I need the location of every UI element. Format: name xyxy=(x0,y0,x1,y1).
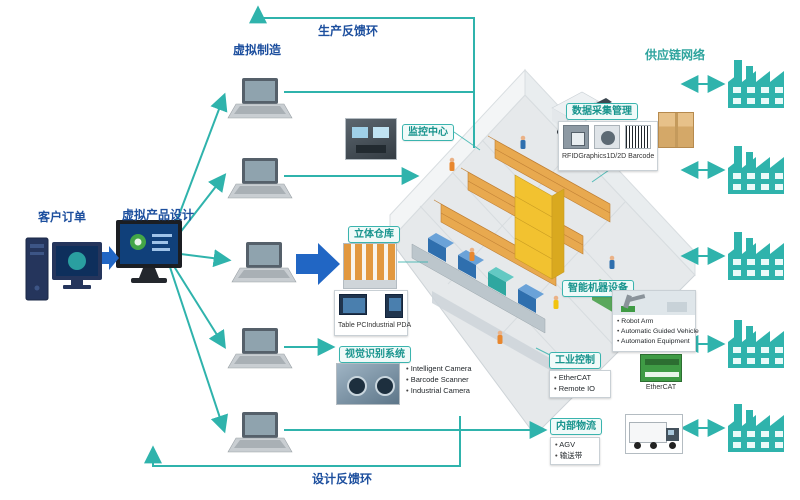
production-feedback-loop-path xyxy=(249,5,475,148)
production-feedback-loop-label: 生产反馈环 xyxy=(318,24,379,38)
table-pc-icon xyxy=(339,294,367,315)
warehouse-pill: 立体仓库 xyxy=(348,226,400,243)
desktop-pc-icon xyxy=(25,237,102,301)
robot-arm-icon xyxy=(613,291,695,315)
laptop-icon-1 xyxy=(227,77,293,119)
warehouse-thumbnail xyxy=(343,243,397,289)
laptop-to-factory-connectors xyxy=(284,91,548,439)
tall-yellow-rack xyxy=(514,174,565,280)
package-box-thumbnail xyxy=(658,112,694,148)
supply-chain-network-label: 供应链网络 xyxy=(645,48,706,62)
conveyor-line xyxy=(411,233,562,377)
laptop-icon-5 xyxy=(227,411,293,453)
ethercat-device-caption: EtherCAT xyxy=(645,384,677,391)
vision-system-item: Barcode Scanner xyxy=(406,375,472,386)
laptop-icon-4 xyxy=(227,327,293,369)
industrial-pda-caption: Industrial PDA xyxy=(366,322,412,329)
customer-order-label: 客户订单 xyxy=(38,210,87,224)
smart-machines-item: Automatic Guided Vehicle xyxy=(617,327,699,337)
internal-logistics-item: 输送带 xyxy=(555,451,595,462)
design-feedback-loop-path xyxy=(144,416,461,467)
industrial-control-item: Remote IO xyxy=(554,384,606,395)
workers xyxy=(449,135,615,344)
handheld-devices-box: Table PC Industrial PDA xyxy=(334,290,412,336)
vision-cameras-thumbnail xyxy=(336,363,400,405)
virtual-product-design-label: 虚拟产品设计 xyxy=(122,208,195,222)
industrial-control-item: EtherCAT xyxy=(554,373,606,384)
industrial-control-pill: 工业控制 xyxy=(549,352,601,369)
monitoring-center-pill: 监控中心 xyxy=(402,124,454,141)
design-to-factory-arrow xyxy=(296,243,340,285)
rfid-tag-icon xyxy=(563,125,589,149)
virtual-manufacturing-label: 虚拟制造 xyxy=(233,43,282,57)
laptop-icon-2 xyxy=(227,157,293,199)
vision-system-pill: 视觉识别系统 xyxy=(339,346,411,363)
table-pc-caption: Table PC xyxy=(338,322,367,329)
graphics-caption: Graphics xyxy=(578,153,607,160)
smart-machines-item: Robot Arm xyxy=(617,317,691,327)
factory-icon-3 xyxy=(728,232,784,280)
data-acquisition-pill: 数据采集管理 xyxy=(566,103,638,120)
factory-icon-5 xyxy=(728,404,784,452)
internal-logistics-box: AGV 输送带 xyxy=(550,437,600,465)
design-feedback-loop-label: 设计反馈环 xyxy=(312,472,373,486)
factory-icon-1 xyxy=(728,60,784,108)
logistics-truck-thumbnail xyxy=(625,414,683,454)
internal-logistics-pill: 内部物流 xyxy=(550,418,602,435)
internal-logistics-item: AGV xyxy=(555,440,595,451)
laptop-icon-3 xyxy=(231,241,297,283)
factory-icon-4 xyxy=(728,320,784,368)
graphics-code-icon xyxy=(594,125,620,149)
smart-machines-item: Automation Equipment xyxy=(617,337,691,347)
design-workstation-monitor-icon xyxy=(116,220,182,283)
vision-system-item: Intelligent Camera xyxy=(406,364,472,375)
industrial-pda-icon xyxy=(385,294,403,318)
order-to-design-arrow xyxy=(102,246,119,270)
ethercat-device-thumbnail xyxy=(640,354,682,382)
smart-machines-box: Robot Arm Automatic Guided Vehicle Autom… xyxy=(612,290,699,352)
industrial-control-box: EtherCAT Remote IO xyxy=(549,370,611,398)
data-acquisition-box: RFID Graphics 1D/2D Barcode xyxy=(558,121,658,171)
rfid-caption: RFID xyxy=(562,153,579,160)
barcode-icon xyxy=(625,125,651,149)
barcode-caption: 1D/2D Barcode xyxy=(606,153,655,160)
vision-system-item: Industrial Camera xyxy=(406,386,472,397)
factory-icon-2 xyxy=(728,146,784,194)
monitoring-center-thumbnail xyxy=(345,118,397,160)
